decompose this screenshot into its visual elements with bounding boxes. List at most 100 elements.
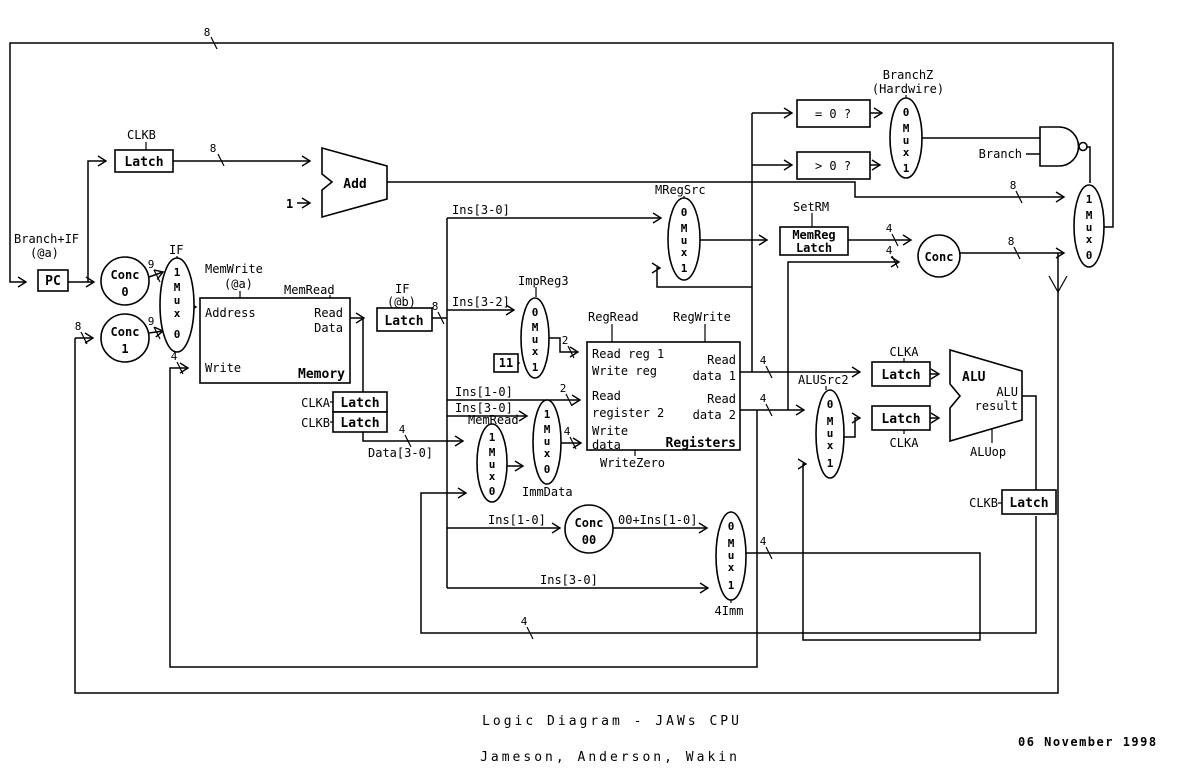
- const11-text: 11: [499, 356, 513, 370]
- tick: [437, 311, 445, 325]
- alu-out-latch-box: [1001, 489, 1057, 515]
- impreg3-mux: [520, 297, 550, 379]
- tick: [217, 153, 225, 167]
- memory-name: Memory: [298, 367, 345, 382]
- bus-width: 4: [886, 222, 893, 235]
- clkb-label: CLKB: [127, 128, 156, 142]
- bus-width: 4: [760, 535, 767, 548]
- mregsrc-mux-m: M: [681, 222, 688, 235]
- registers-writereg: Write reg: [592, 364, 657, 378]
- bus-width: 4: [171, 350, 178, 363]
- memread-mux-in1: 1: [489, 431, 496, 444]
- clkb-latch-text: Latch: [340, 416, 379, 431]
- wire-mregsrc-fb: [651, 262, 752, 288]
- conc00-out-label: 00+Ins[1-0]: [618, 513, 697, 527]
- ifb-label: IF: [395, 282, 409, 296]
- registers-data: data: [592, 438, 621, 452]
- registers-read2a: Read: [592, 389, 621, 403]
- alu-latch1-box: [871, 361, 931, 387]
- pcsrc-mux-m: M: [1086, 209, 1093, 222]
- pcsrc-mux-u: u: [1086, 221, 1093, 234]
- bus-width: 2: [562, 334, 569, 347]
- memreg-latch-box: [779, 226, 849, 256]
- wire-nand-out: [1087, 146, 1091, 183]
- tick: [765, 365, 773, 379]
- alusrc2-mux-x: x: [827, 439, 834, 452]
- bus-width: 8: [75, 320, 82, 333]
- gt-zero-text: > 0 ?: [815, 159, 851, 173]
- tick: [526, 626, 534, 640]
- memory-address: Address: [205, 306, 256, 320]
- pcsrc-mux-in1: 1: [1086, 193, 1093, 206]
- if-mux-u: u: [174, 294, 181, 307]
- tick: [765, 403, 773, 417]
- conc1-digit: 1: [121, 342, 128, 356]
- wire-pc-loop: [9, 42, 1114, 288]
- conc00-text: Conc: [575, 516, 604, 530]
- pcsrc-mux-x: x: [1086, 233, 1093, 246]
- impreg3-mux-u: u: [532, 333, 539, 346]
- ins10-label-conc00: Ins[1-0]: [488, 513, 546, 527]
- clkb-out-label: CLKB: [969, 496, 998, 510]
- mregsrc-mux-x: x: [681, 246, 688, 259]
- alu-shape: [949, 348, 1023, 443]
- alusrc2-label: ALUSrc2: [798, 373, 849, 387]
- branchz-mux-u: u: [903, 134, 910, 147]
- fourimm-mux-x: x: [728, 561, 735, 574]
- branch-label: Branch: [979, 147, 1022, 161]
- hardwire-label: (Hardwire): [872, 82, 944, 96]
- bus-width: 8: [1008, 235, 1015, 248]
- immdata-label: ImmData: [522, 485, 573, 499]
- tick: [404, 434, 412, 448]
- immdata-mux-in0: 0: [544, 463, 551, 476]
- alusrc2-mux-in0: 0: [827, 398, 834, 411]
- immdata-mux: [532, 399, 562, 485]
- if-mux-label: IF: [169, 243, 183, 257]
- tick: [1013, 246, 1021, 260]
- eq-zero-text: = 0 ?: [815, 107, 851, 121]
- if-mux: [159, 257, 195, 353]
- alusrc2-mux-in1: 1: [827, 457, 834, 470]
- memory-box: [199, 297, 351, 384]
- tick: [153, 269, 161, 283]
- branchz-mux-m: M: [903, 122, 910, 135]
- memread-mux-m: M: [489, 446, 496, 459]
- down-arrow-icon: [1048, 275, 1068, 294]
- ifb-latch-box: [376, 307, 433, 332]
- const11-box: [493, 353, 519, 373]
- clka-top-label: CLKA: [890, 345, 920, 359]
- impreg3-mux-in0: 0: [532, 306, 539, 319]
- impreg3-mux-in1: 1: [532, 361, 539, 374]
- add-const-one: 1: [286, 197, 293, 211]
- memread-mux-x: x: [489, 470, 496, 483]
- alu-result-line2: result: [975, 399, 1018, 413]
- wire-alusrc2-out: [844, 412, 862, 438]
- memread-mux-in0: 0: [489, 485, 496, 498]
- wire-add-out: [387, 181, 1066, 203]
- bus-width: 9: [148, 258, 155, 271]
- clka-latch-text: Latch: [340, 396, 379, 411]
- registers-name: Registers: [666, 436, 736, 451]
- add-text: Add: [343, 177, 366, 192]
- tick: [567, 345, 575, 359]
- branch-if-phase-label: (@a): [30, 246, 59, 260]
- conc00-digits: 00: [582, 533, 596, 547]
- data30-label: Data[3-0]: [368, 446, 433, 460]
- pc-text: PC: [45, 274, 61, 289]
- regread-label: RegRead: [588, 310, 639, 324]
- memreg-conc-circle: [917, 234, 961, 278]
- bus-width: 4: [760, 392, 767, 405]
- tick: [210, 36, 218, 50]
- ifb-latch-text: Latch: [384, 314, 423, 329]
- branchz-mux: [889, 97, 923, 179]
- ifb-phase-label: (@b): [387, 295, 416, 309]
- tick: [80, 331, 88, 345]
- alu-out-latch-text: Latch: [1009, 496, 1048, 511]
- fourimm-mux-m: M: [728, 537, 735, 550]
- mregsrc-mux: [667, 197, 701, 281]
- fetch-latch-box: [114, 149, 174, 173]
- impreg3-mux-m: M: [532, 321, 539, 334]
- setrm-label: SetRM: [793, 200, 829, 214]
- fourimm-mux-in1: 1: [728, 579, 735, 592]
